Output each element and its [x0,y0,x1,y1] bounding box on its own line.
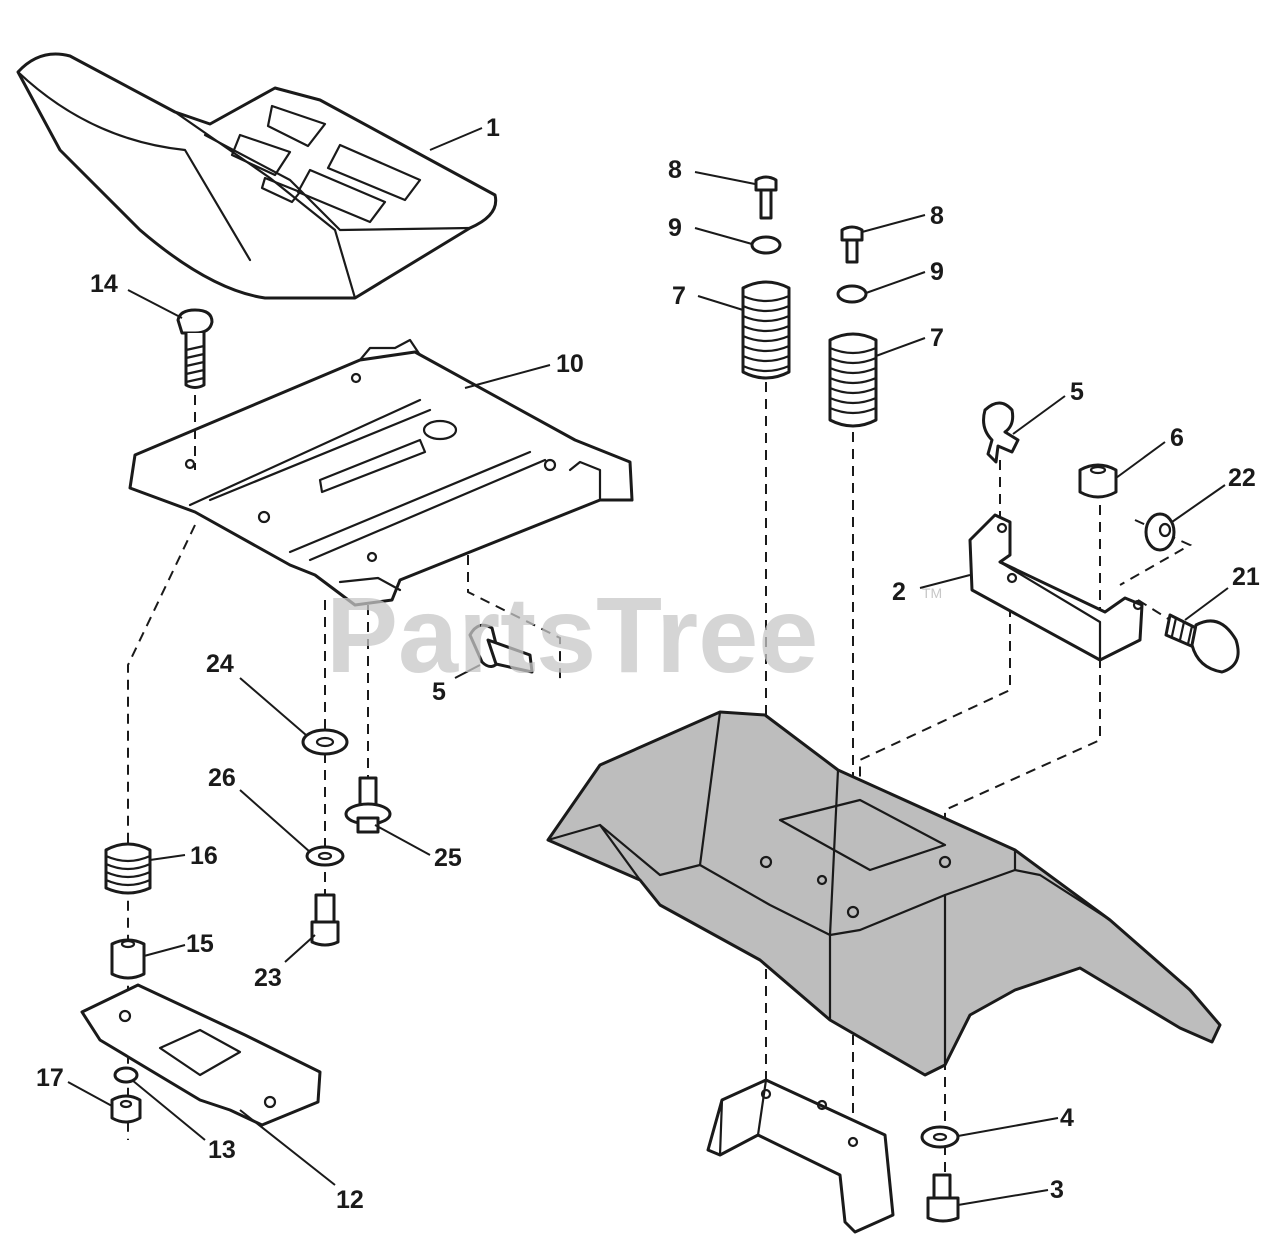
callout-3: 3 [1050,1176,1064,1204]
washer-part-13 [113,1066,139,1084]
leader-7a [697,295,744,311]
callout-16: 16 [190,842,218,870]
leader-23 [284,934,316,963]
leader-8a [694,171,756,185]
washer-part-4 [920,1125,960,1149]
washer-part-9-right [836,284,868,304]
leader-9b [865,271,926,294]
leader-24 [239,677,307,736]
callout-25: 25 [434,844,462,872]
spring-part-7-left [741,280,791,380]
carriage-bolt-part [176,308,214,389]
nut-part-17 [110,1094,142,1124]
callout-13: 13 [208,1136,236,1164]
leader-4 [957,1117,1059,1137]
centerline-21 [1137,599,1171,621]
leader-22 [1171,484,1226,523]
leader-7b [875,337,926,357]
seat-part [16,52,498,300]
leader-6 [1115,441,1166,479]
callout-22: 22 [1228,464,1256,492]
washer-part-9-left [750,235,782,255]
leader-5a [1012,395,1066,435]
callout-17: 17 [36,1064,64,1092]
bolt-part-23 [310,893,340,947]
callout-4: 4 [1060,1104,1074,1132]
seat-pan-part [128,338,634,607]
callout-7-left: 7 [672,282,686,310]
wire-clip-part-lower [468,623,534,674]
leader-2 [919,574,971,589]
bolt-part-3 [926,1173,960,1223]
bolt-part-21 [1164,613,1240,674]
spring-part-7-right [828,332,878,428]
spring-part-16 [104,842,152,895]
leader-13 [131,1079,206,1141]
leader-5b [454,664,481,679]
bracket-plate-part-12 [80,983,322,1127]
callout-9-right: 9 [930,258,944,286]
callout-8-left: 8 [668,156,682,184]
bolt-part-8-right [840,225,864,264]
callout-8-right: 8 [930,202,944,230]
callout-7-right: 7 [930,324,944,352]
washer-part-26 [305,845,345,867]
leader-25 [374,824,431,856]
chassis-frame [546,710,1222,1077]
lower-bracket [706,1078,895,1234]
washer-part-24 [301,728,349,756]
leader-10 [464,364,551,389]
callout-10: 10 [556,350,584,378]
centerline-bracket-2-right [944,505,1101,860]
callout-12: 12 [336,1186,364,1214]
shoulder-bolt-part-25 [344,776,392,834]
callout-24: 24 [206,650,234,678]
leader-9a [694,227,753,245]
grommet-part-6 [1078,463,1118,499]
leader-14 [127,289,183,319]
leader-3 [957,1189,1049,1206]
bolt-part-8-left [754,175,778,220]
leader-1 [429,127,483,151]
leader-16 [149,854,186,861]
watermark-text: PartsTree [326,574,818,695]
callout-26: 26 [208,764,236,792]
callout-21: 21 [1232,563,1260,591]
spacer-part-15 [110,938,146,980]
centerline-left-stack [127,524,196,1140]
callout-23: 23 [254,964,282,992]
callout-15: 15 [186,930,214,958]
callout-9-left: 9 [668,214,682,242]
leader-26 [239,789,311,853]
callout-1: 1 [486,114,500,142]
leader-15 [143,944,186,957]
callout-5-upper: 5 [1070,378,1084,406]
leader-21 [1184,587,1229,621]
centerline-clip-5 [467,555,561,685]
leader-17 [67,1081,113,1107]
callout-6: 6 [1170,424,1184,452]
callout-14: 14 [90,270,118,298]
leader-12 [239,1109,336,1186]
callout-2: 2 [892,578,906,606]
callout-5-lower: 5 [432,678,446,706]
spacer-part-22 [1144,512,1176,552]
bracket-part-2 [968,513,1144,662]
centerline-bracket-2-left [859,590,1011,815]
wire-clip-part-upper [982,401,1020,464]
watermark-trademark: TM [922,585,942,601]
leader-8b [861,214,926,233]
